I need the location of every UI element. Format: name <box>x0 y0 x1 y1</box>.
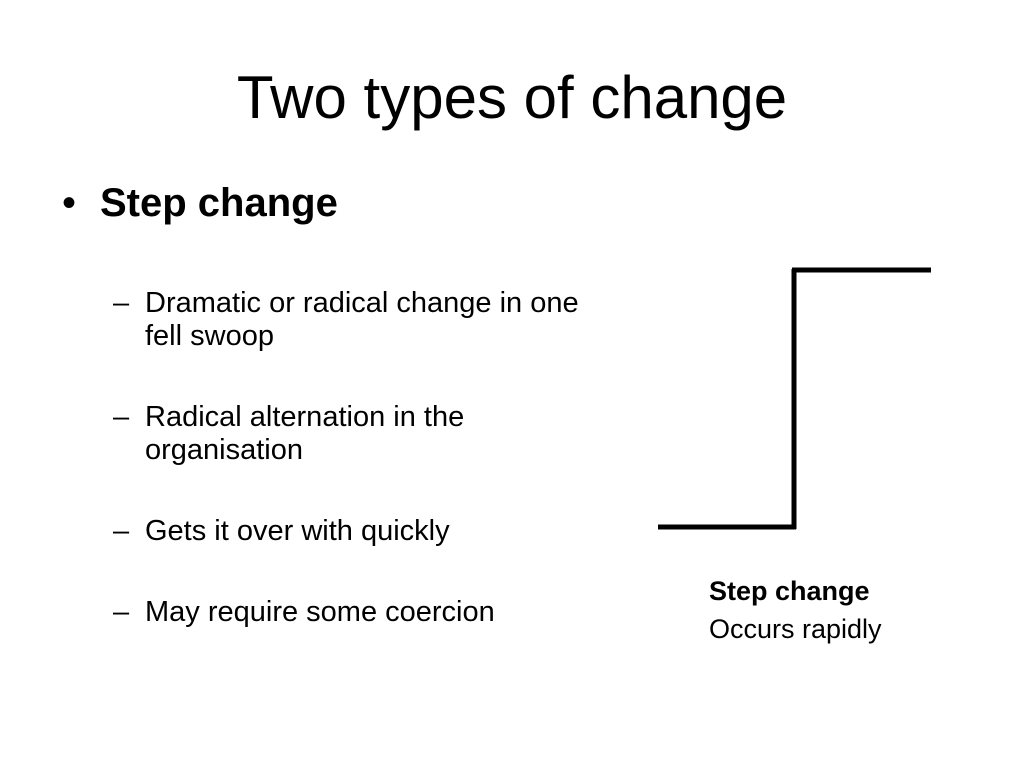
dash-symbol: – <box>113 287 130 319</box>
bullet-step-change: • Step change <box>62 178 338 228</box>
sub-bullet-item: – Gets it over with quickly <box>113 515 583 548</box>
dash-symbol: – <box>113 401 130 433</box>
caption-subtitle: Occurs rapidly <box>709 614 882 644</box>
step-change-diagram <box>658 267 931 530</box>
bullet-label: Step change <box>100 181 338 225</box>
sub-bullet-text: Dramatic or radical change in one fell s… <box>145 287 579 352</box>
sub-bullet-item: – Dramatic or radical change in one fell… <box>113 287 583 353</box>
sub-bullet-item: – May require some coercion <box>113 596 583 629</box>
bullet-symbol: • <box>62 181 77 225</box>
sub-bullet-item: – Radical alternation in the organisatio… <box>113 401 583 467</box>
dash-symbol: – <box>113 596 130 628</box>
caption-title: Step change <box>709 576 870 606</box>
sub-bullet-list: – Dramatic or radical change in one fell… <box>113 287 583 677</box>
diagram-caption: Step change Occurs rapidly <box>709 572 882 648</box>
sub-bullet-text: Gets it over with quickly <box>145 515 450 547</box>
sub-bullet-text: Radical alternation in the organisation <box>145 401 465 466</box>
slide-title: Two types of change <box>236 64 788 131</box>
dash-symbol: – <box>113 515 130 547</box>
sub-bullet-text: May require some coercion <box>145 596 495 628</box>
